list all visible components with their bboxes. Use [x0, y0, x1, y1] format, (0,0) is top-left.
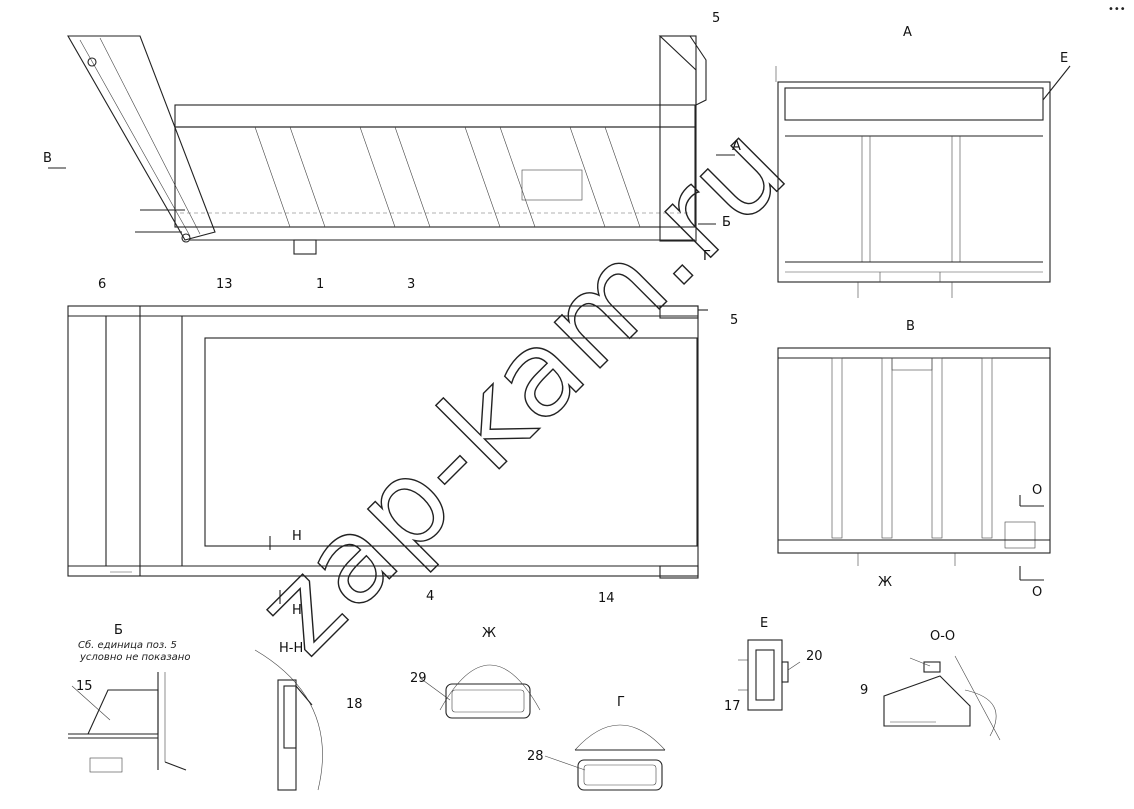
- pos-5-plan: 5: [730, 313, 738, 328]
- label-e-ref: Е: [1060, 51, 1068, 66]
- pos-14: 14: [598, 591, 615, 606]
- label-zh-ref: Ж: [878, 575, 892, 590]
- side-view: [48, 35, 735, 255]
- label-n-bottom: Н: [292, 603, 302, 618]
- label-a-arrow: А: [732, 139, 741, 154]
- label-section-nn: Н-Н: [279, 641, 303, 656]
- pos-18: 18: [346, 697, 363, 712]
- label-detail-g: Г: [617, 695, 625, 710]
- label-n-top: Н: [292, 529, 302, 544]
- label-view-v: В: [906, 319, 915, 334]
- detail-g: [544, 724, 666, 791]
- corner-mark: •••: [1108, 4, 1126, 15]
- pos-29: 29: [410, 671, 427, 686]
- pos-5-top: 5: [712, 11, 720, 26]
- detail-e: [738, 639, 801, 711]
- pos-28: 28: [527, 749, 544, 764]
- label-view-a: А: [903, 25, 912, 40]
- pos-3: 3: [407, 277, 415, 292]
- label-g-ref: Г: [703, 249, 711, 264]
- note-b-line2: условно не показано: [79, 652, 190, 663]
- label-b-arrow: Б: [722, 215, 731, 230]
- detail-zh: [419, 664, 541, 719]
- pos-15: 15: [76, 679, 93, 694]
- label-section-oo: О-О: [930, 629, 955, 644]
- label-view-v-arrow: В: [43, 151, 52, 166]
- pos-20: 20: [806, 649, 823, 664]
- section-oo: [883, 655, 1001, 741]
- label-detail-b: Б: [114, 623, 123, 638]
- label-detail-e: Е: [760, 616, 768, 631]
- note-b-line1: Сб. единица поз. 5: [78, 639, 177, 651]
- pos-9: 9: [860, 683, 868, 698]
- pos-1: 1: [316, 277, 324, 292]
- plan-view: [67, 305, 708, 604]
- pos-13: 13: [216, 277, 233, 292]
- detail-nn: [254, 649, 323, 791]
- pos-6: 6: [98, 277, 106, 292]
- label-o-bottom: О: [1032, 585, 1042, 600]
- pos-17: 17: [724, 699, 741, 714]
- watermark: zap-kam.ru: [230, 97, 813, 680]
- view-a: [775, 65, 1071, 298]
- detail-b: [68, 672, 187, 773]
- label-o-top: О: [1032, 483, 1042, 498]
- pos-4: 4: [426, 589, 434, 604]
- label-detail-zh: Ж: [482, 626, 496, 641]
- view-v: [777, 347, 1051, 581]
